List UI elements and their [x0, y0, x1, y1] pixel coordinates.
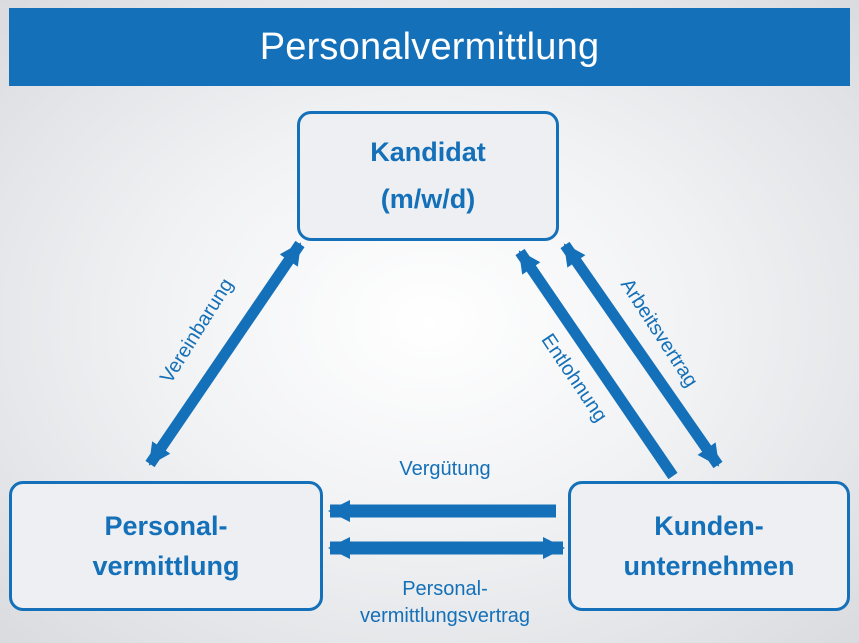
client-label-line1: Kunden- — [654, 511, 764, 541]
title-banner: Personalvermittlung — [9, 8, 850, 86]
edge-label-pv-line2: vermittlungsvertrag — [359, 605, 531, 627]
candidate-label: Kandidat — [370, 137, 486, 167]
arrow-arbeitsvertrag — [560, 241, 723, 469]
arrow-vereinbarung — [145, 240, 305, 468]
candidate-gender-label: (m/w/d) — [380, 184, 476, 214]
node-candidate: Kandidat (m/w/d) — [297, 111, 559, 241]
agency-label-line2: vermittlung — [92, 551, 240, 581]
edge-label-pv-line1: Personal- — [402, 578, 488, 600]
node-client-company: Kunden- unternehmen — [568, 481, 850, 611]
client-label-line2: unternehmen — [623, 551, 795, 581]
edge-label-verguetung: Vergütung — [399, 458, 491, 480]
node-recruitment-agency: Personal- vermittlung — [9, 481, 323, 611]
page-title: Personalvermittlung — [259, 25, 600, 68]
edge-label-personalvermittlungsvertrag: Personal- vermittlungsvertrag — [360, 576, 530, 630]
agency-label-line1: Personal- — [104, 511, 228, 541]
